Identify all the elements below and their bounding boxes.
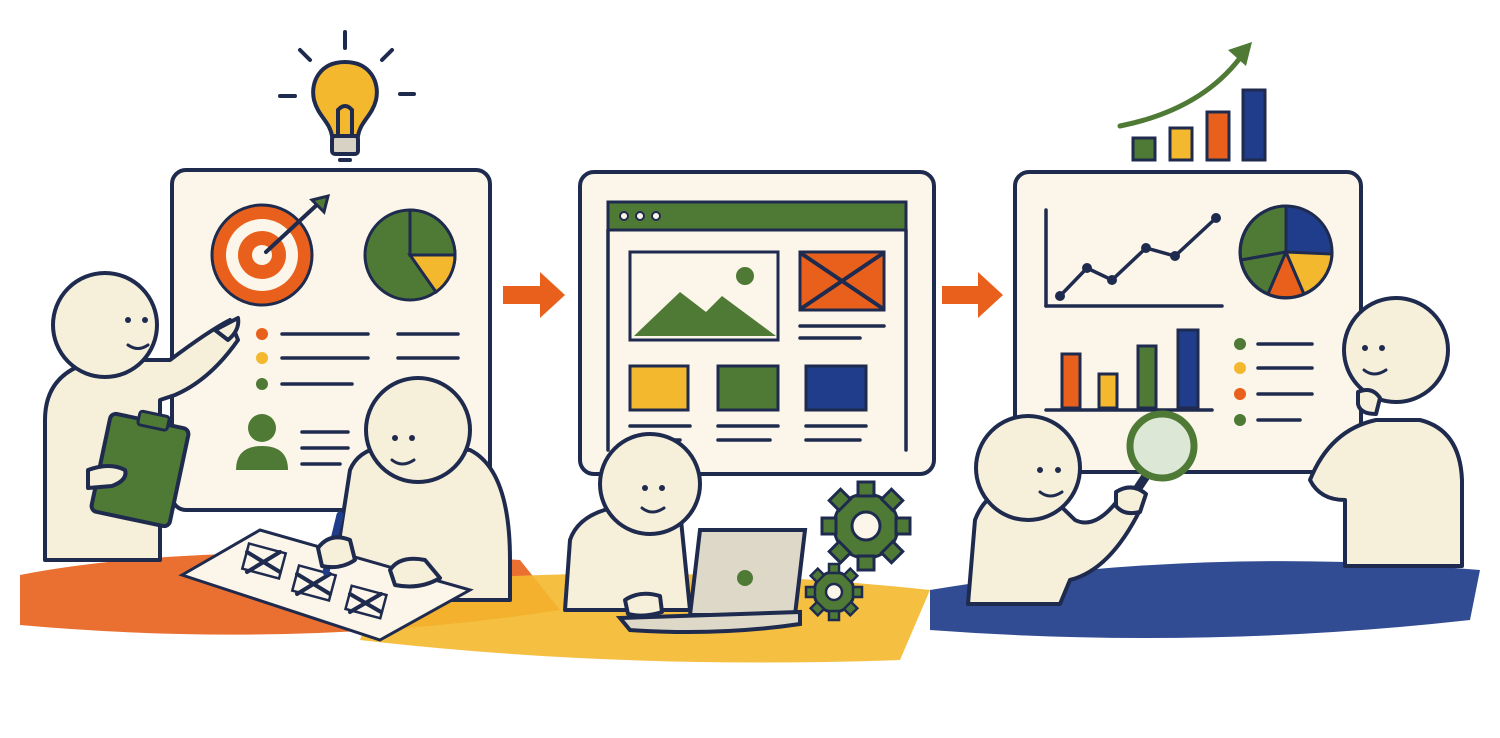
bar-chart-icon — [1044, 328, 1214, 412]
crossed-placeholder-icon — [798, 250, 886, 340]
image-placeholder-icon — [628, 250, 780, 342]
clipboard-icon — [89, 409, 191, 529]
building-stage — [563, 170, 936, 634]
person-magnifier — [966, 410, 1198, 606]
lightbulb-icon — [278, 30, 416, 162]
person-thinking — [1308, 296, 1464, 568]
person-laptop — [563, 432, 808, 634]
arrow-right-icon — [942, 272, 1003, 318]
target-icon — [210, 193, 331, 307]
person-sketching — [178, 376, 512, 642]
planning-stage — [43, 30, 512, 642]
browser-window-icon — [606, 200, 908, 452]
user-icon — [236, 414, 350, 470]
growth-chart-icon — [1117, 42, 1267, 162]
planning-list — [256, 328, 460, 390]
analyzing-stage — [966, 42, 1464, 606]
gear-icon — [820, 480, 912, 572]
line-chart-icon — [1044, 208, 1224, 308]
pie-chart-icon — [1238, 204, 1334, 300]
laptop-icon — [615, 528, 808, 634]
arrow-right-icon — [503, 272, 565, 318]
small-gear-icon — [804, 562, 864, 622]
pie-chart-icon — [363, 208, 457, 302]
magnifier-icon — [1125, 410, 1198, 505]
analyzing-list — [1234, 338, 1314, 426]
person-pointing — [43, 271, 241, 562]
sketch-paper — [178, 528, 474, 642]
